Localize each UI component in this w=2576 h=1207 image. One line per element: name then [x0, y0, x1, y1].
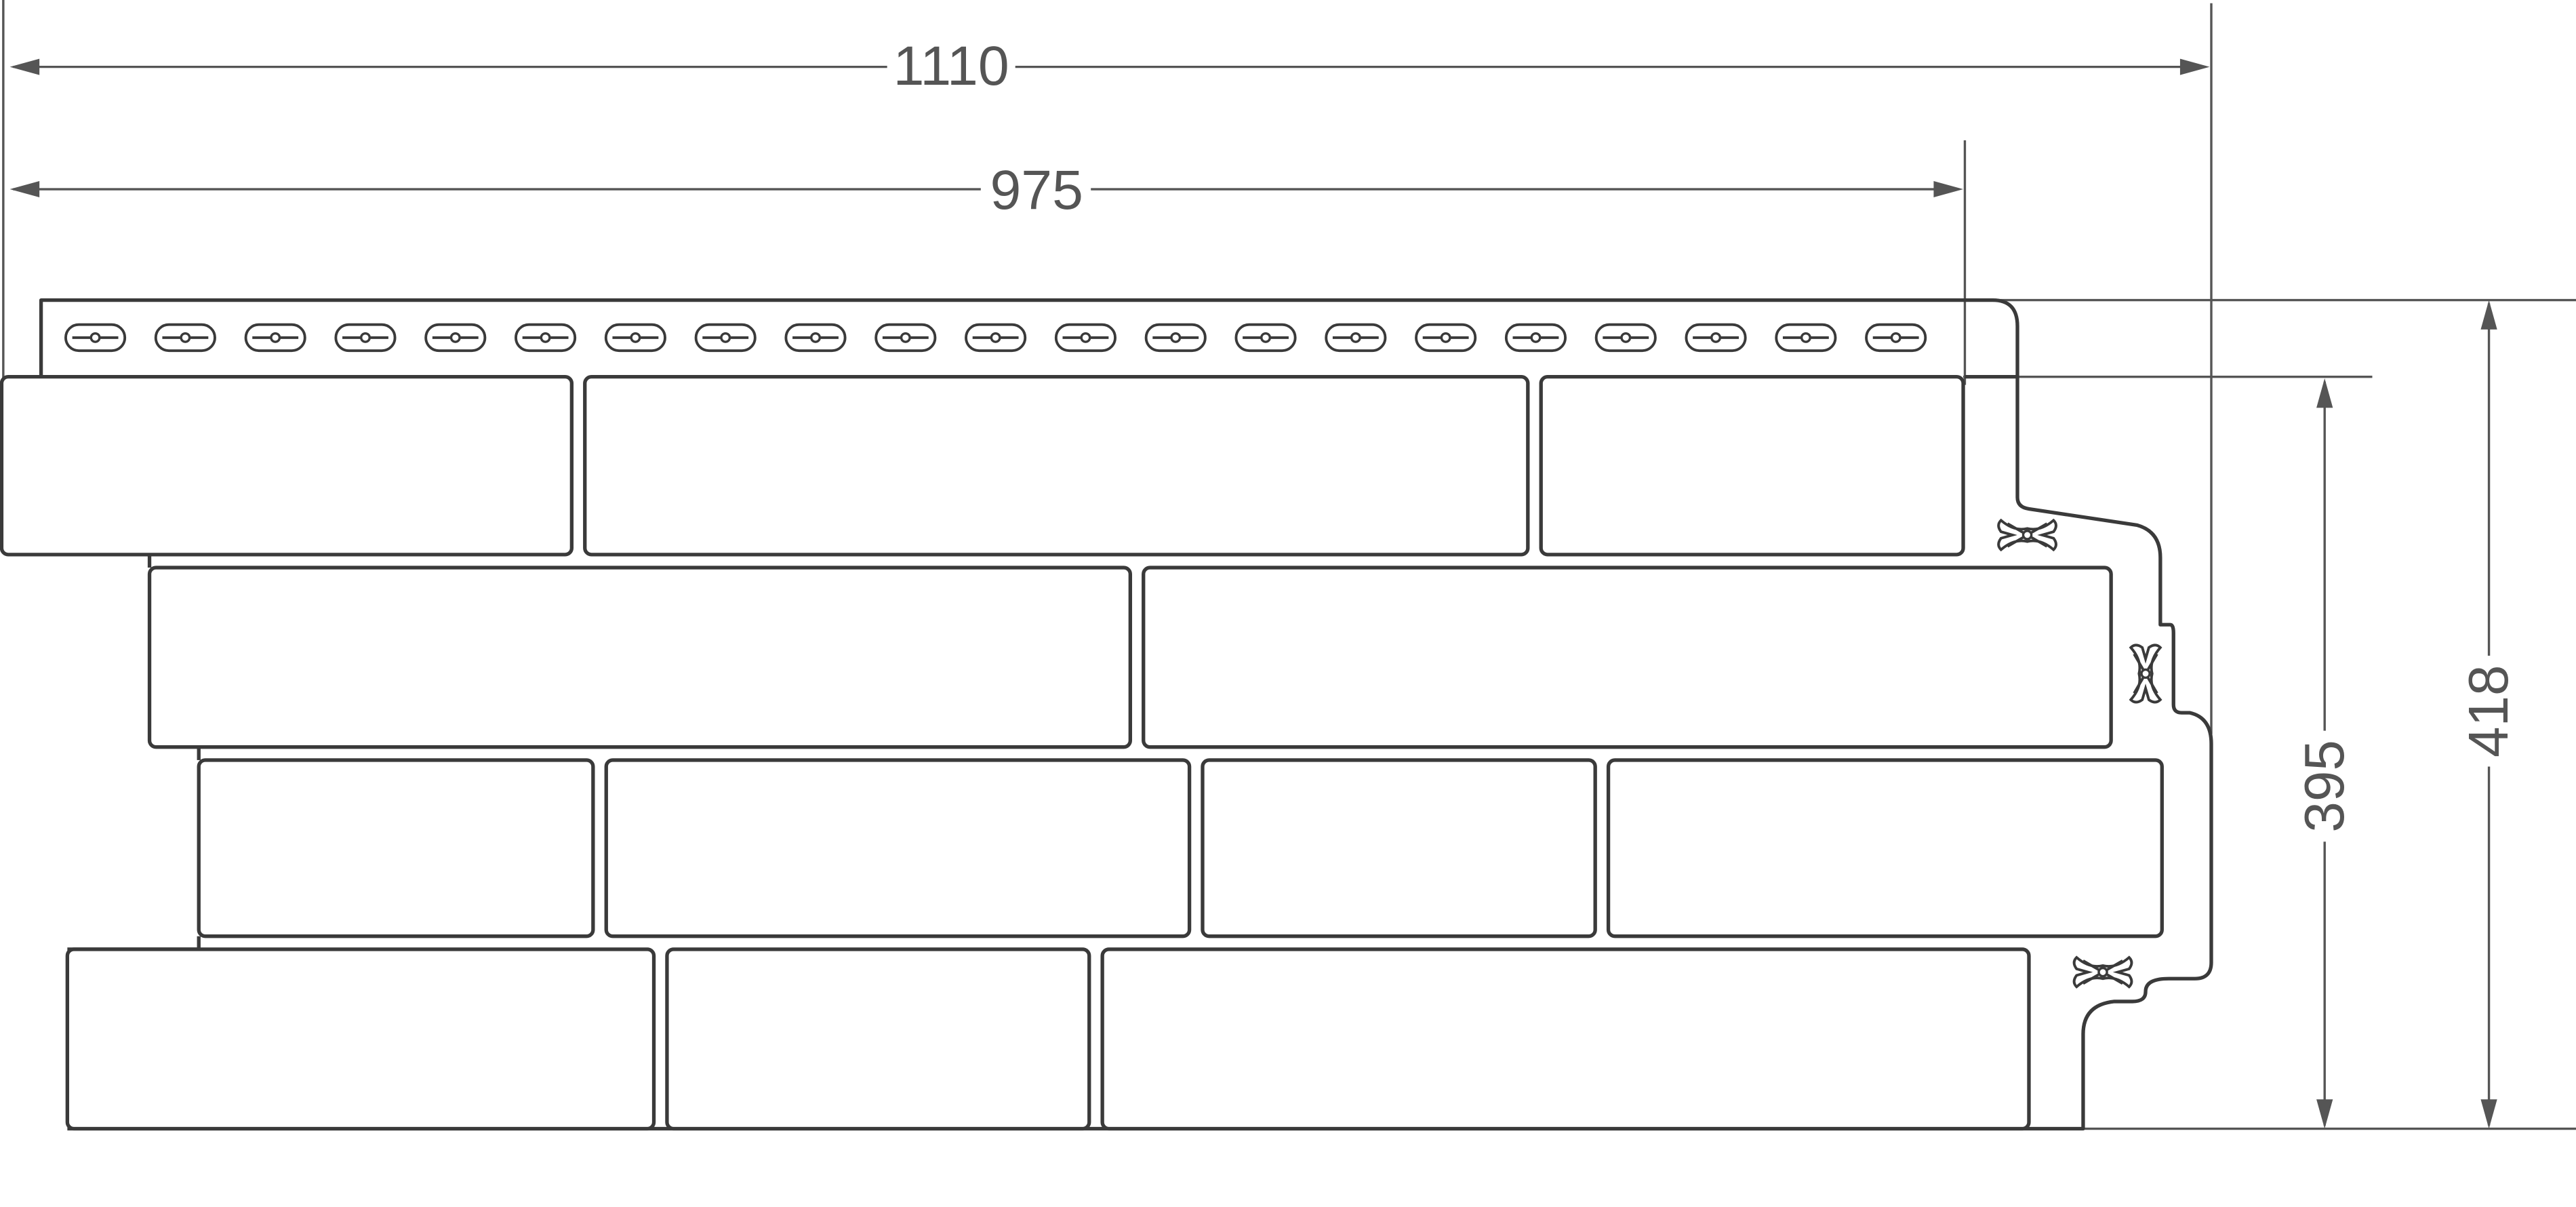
lock-clip-hole [2021, 530, 2033, 540]
brick [604, 758, 1192, 938]
nail-slot-hole [359, 332, 371, 343]
brick [65, 947, 656, 1131]
brick-row-3 [197, 758, 2164, 938]
dimension-label-overall-height: 418 [2458, 665, 2520, 757]
nail-slot-hole [540, 332, 551, 343]
nail-slot-hole [1170, 332, 1182, 343]
dimension-label-working-height: 395 [2294, 740, 2356, 832]
nail-slot-hole [630, 332, 641, 343]
nail-slot-hole [449, 332, 461, 343]
nail-slot-hole [1260, 332, 1272, 343]
dimension-overall-width: 1110 [9, 35, 2210, 97]
nail-slot-strip [64, 323, 1927, 353]
brick [1201, 758, 1597, 938]
nail-slot-hole [1080, 332, 1091, 343]
brick [197, 758, 595, 938]
nail-slot-hole [270, 332, 281, 343]
nail-slot-hole [1620, 332, 1632, 343]
nail-slot [694, 323, 757, 353]
nail-slot-hole [180, 332, 191, 343]
brick-row-4 [65, 947, 2031, 1131]
arrowhead-top [2480, 300, 2497, 330]
nail-slot-hole [900, 332, 911, 343]
arrowhead-bottom [2480, 1099, 2497, 1129]
nail-slot [244, 323, 306, 353]
nail-slot [64, 323, 127, 353]
arrowhead-left [9, 181, 40, 198]
arrowhead-right [1933, 181, 1964, 198]
brick [1606, 758, 2164, 938]
nail-slot-hole [990, 332, 1001, 343]
arrowhead-left [9, 58, 40, 75]
nail-slot-hole [1710, 332, 1722, 343]
nail-slot-hole [720, 332, 731, 343]
nail-slot-hole [1800, 332, 1811, 343]
nail-slot [965, 323, 1027, 353]
brick-row-2 [147, 566, 2113, 749]
nail-slot-hole [1440, 332, 1451, 343]
arrowhead-bottom [2316, 1099, 2333, 1129]
lock-clip-upper [1997, 518, 2057, 552]
nail-slot [1144, 323, 1207, 353]
lock-clip-middle [2129, 644, 2162, 704]
dimension-label-working-width: 975 [990, 159, 1083, 221]
dimension-label-overall-width: 1110 [893, 35, 1009, 97]
brick [0, 375, 574, 557]
nail-slot [1775, 323, 1837, 353]
nail-slot [334, 323, 397, 353]
lock-clip-hole [2140, 668, 2151, 679]
brick [1100, 947, 2031, 1131]
nail-slot-hole [1890, 332, 1901, 343]
nail-slot [424, 323, 487, 353]
lock-clip-lower [2072, 955, 2133, 989]
dimension-overall-height: 418 [2458, 300, 2520, 1129]
dimension-working-width: 975 [9, 159, 1964, 221]
nail-slot-hole [1530, 332, 1542, 343]
nail-slot [1234, 323, 1297, 353]
nail-slot [154, 323, 216, 353]
brick [1142, 566, 2113, 749]
nail-slot [604, 323, 666, 353]
arrowhead-right [2179, 58, 2210, 75]
brick [147, 566, 1133, 749]
nail-slot [1504, 323, 1567, 353]
panel-outline [39, 298, 2213, 1131]
nail-slot [1594, 323, 1657, 353]
nail-slot [515, 323, 577, 353]
dimension-working-height: 395 [2294, 378, 2356, 1129]
nail-slot-hole [1350, 332, 1361, 343]
nail-slot-hole [89, 332, 101, 343]
lock-clip-hole [2097, 966, 2108, 978]
nail-slot [784, 323, 847, 353]
brick-row-1 [0, 375, 1965, 557]
arrowhead-top [2316, 378, 2333, 408]
brick [583, 375, 1530, 557]
brick [1539, 375, 1965, 557]
nail-slot [874, 323, 937, 353]
extension-lines [2, 0, 2576, 1130]
nail-slot [1685, 323, 1747, 353]
brick [665, 947, 1091, 1131]
nail-slot [1865, 323, 1927, 353]
nail-slot [1325, 323, 1387, 353]
nail-slot [1054, 323, 1116, 353]
nail-slot [1415, 323, 1477, 353]
nail-slot-hole [810, 332, 822, 343]
